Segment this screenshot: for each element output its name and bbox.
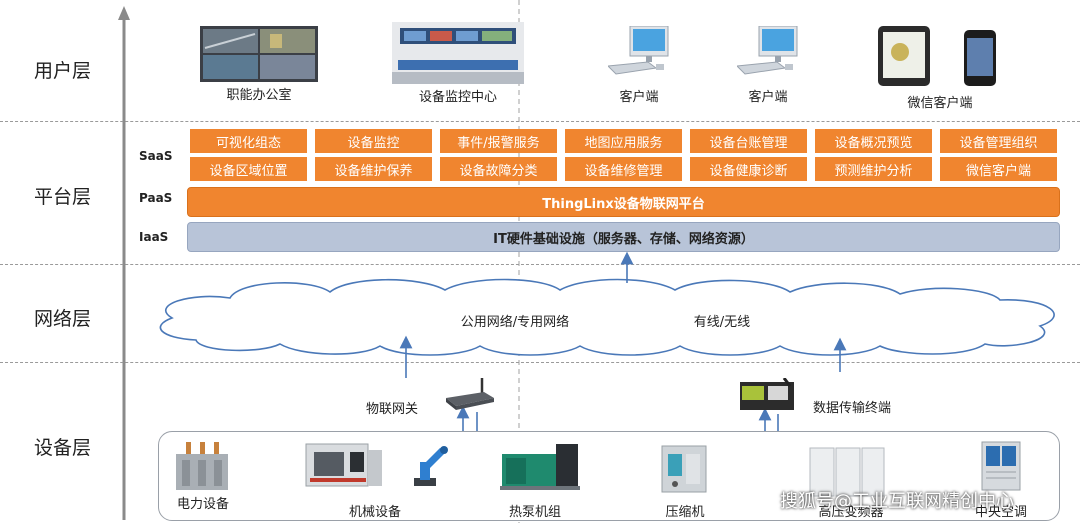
layer-label-user: 用户层	[34, 60, 92, 82]
inverter-cabinet-icon	[809, 447, 885, 497]
tier-label-paas: PaaS	[139, 191, 173, 205]
heat-pump-icon	[500, 444, 580, 490]
layer-label-platform: 平台层	[34, 186, 92, 208]
saas-service: 微信客户端	[940, 157, 1057, 181]
network-public-private: 公用网络/专用网络	[460, 315, 570, 330]
paas-platform-bar: ThingLinx设备物联网平台	[187, 187, 1060, 217]
saas-service: 事件/报警服务	[440, 129, 557, 153]
user-item-wechat-client: 微信客户端	[907, 96, 973, 111]
layer-label-device: 设备层	[34, 437, 92, 459]
device-mechanical-equipment: 机械设备	[348, 505, 401, 520]
compressor-icon	[661, 445, 707, 493]
saas-service: 设备监控	[315, 129, 432, 153]
device-heat-pump-unit: 热泵机组	[508, 505, 561, 520]
tier-label-iaas: IaaS	[139, 230, 169, 244]
layer-label-network: 网络层	[34, 308, 92, 330]
gateway-label-iot: 物联网关	[366, 402, 419, 417]
user-item-office: 职能办公室	[226, 88, 292, 103]
tier-label-saas: SaaS	[139, 149, 173, 163]
computer-icon	[737, 26, 798, 75]
data-terminal-icon	[740, 378, 794, 410]
user-item-client-1: 客户端	[619, 90, 659, 105]
saas-service: 设备区域位置	[190, 157, 307, 181]
divider-platform-network	[0, 264, 1080, 265]
robot-arm-icon	[414, 446, 448, 486]
saas-service: 可视化组态	[190, 129, 307, 153]
cnc-machine-icon	[305, 443, 382, 487]
computer-icon	[608, 26, 669, 75]
network-wired-wireless: 有线/无线	[693, 315, 751, 330]
saas-service: 设备概况预览	[815, 129, 932, 153]
mobile-devices-icon	[878, 26, 996, 86]
saas-service: 设备维修管理	[565, 157, 682, 181]
saas-service: 设备维护保养	[315, 157, 432, 181]
user-item-monitoring-center: 设备监控中心	[418, 90, 497, 105]
saas-service: 设备管理组织	[940, 129, 1057, 153]
saas-service: 设备台账管理	[690, 129, 807, 153]
user-item-client-2: 客户端	[748, 90, 788, 105]
central-ac-icon	[981, 441, 1021, 491]
monitoring-center-image	[392, 22, 524, 84]
device-power-equipment: 电力设备	[176, 497, 229, 512]
device-compressor: 压缩机	[665, 505, 705, 520]
device-hv-inverter: 高压变频器	[818, 505, 884, 520]
saas-service: 地图应用服务	[565, 129, 682, 153]
transformer-icon	[176, 442, 228, 490]
divider-network-device	[0, 362, 1080, 363]
divider-user-platform	[0, 121, 1080, 122]
device-central-ac: 中央空调	[974, 505, 1027, 520]
iot-gateway-icon	[446, 378, 494, 410]
iaas-infrastructure-bar: IT硬件基础设施（服务器、存储、网络资源）	[187, 222, 1060, 252]
watermark: 搜狐号@工业互联网精创中心	[780, 491, 1014, 512]
saas-service: 预测维护分析	[815, 157, 932, 181]
saas-service: 设备健康诊断	[690, 157, 807, 181]
gateway-label-dtu: 数据传输终端	[813, 401, 892, 416]
saas-service: 设备故障分类	[440, 157, 557, 181]
video-wall-image	[200, 26, 318, 82]
network-cloud	[159, 278, 1055, 356]
